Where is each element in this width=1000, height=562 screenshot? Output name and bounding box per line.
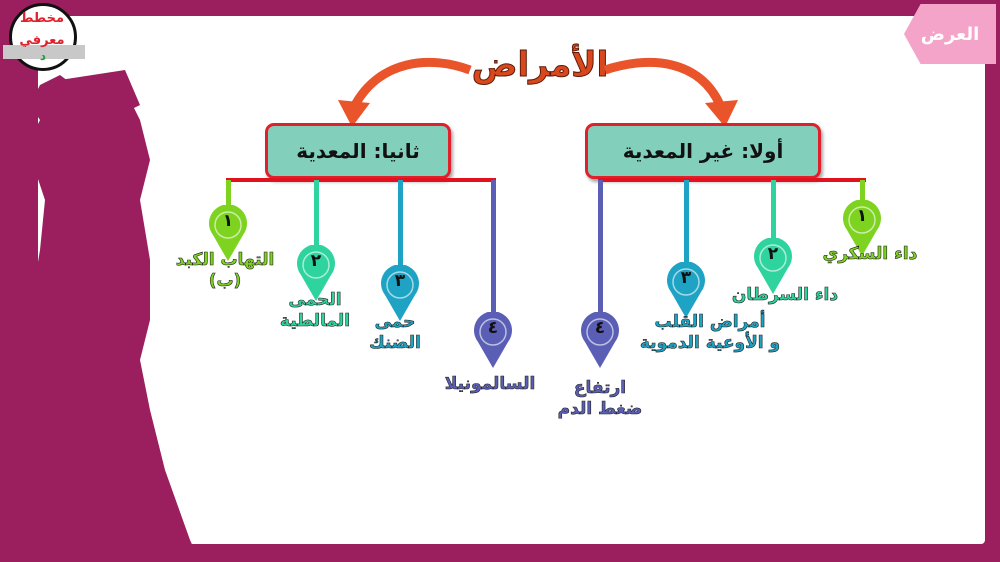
map-pin-icon: ٢ xyxy=(296,244,336,301)
disease-label: السالمونيلا xyxy=(444,374,536,395)
pin-number: ٢ xyxy=(310,251,322,271)
connector-right xyxy=(598,178,866,182)
disease-label: داء السكري xyxy=(822,244,918,265)
stem-line xyxy=(771,180,776,243)
heading-communicable: ثانيا: المعدية xyxy=(265,123,451,179)
arrow-left-icon xyxy=(338,100,370,127)
stem-line xyxy=(226,180,231,210)
map-pin-icon: ٣ xyxy=(666,261,706,318)
stem-line xyxy=(314,180,319,250)
map-pin-icon: ٢ xyxy=(753,237,793,294)
disease-label: حمى الضنك xyxy=(369,312,421,354)
map-pin-icon: ٤ xyxy=(473,311,513,368)
stem-line xyxy=(398,180,403,270)
pin-number: ٣ xyxy=(680,268,692,288)
pin-number: ١ xyxy=(856,206,868,226)
pin-number: ٤ xyxy=(487,318,499,338)
disease-label: الحمى المالطية xyxy=(279,290,351,332)
map-pin-icon: ١ xyxy=(842,199,882,256)
curved-arrows xyxy=(338,57,738,127)
logo: مخطط معرفي د xyxy=(3,3,85,71)
drinking-person-silhouette xyxy=(0,0,200,562)
stem-line xyxy=(491,180,496,317)
map-pin-icon: ١ xyxy=(208,204,248,261)
pin-number: ٤ xyxy=(594,318,606,338)
stem-line xyxy=(860,180,865,205)
disease-label: ارتفاع ضغط الدم xyxy=(557,378,643,420)
pin-number: ٣ xyxy=(394,271,406,291)
arrow-right-icon xyxy=(705,100,738,127)
heading-non-communicable: أولا: غير المعدية xyxy=(585,123,821,179)
logo-line2: معرفي xyxy=(19,33,65,48)
disease-label: أمراض القلب و الأوعية الدموية xyxy=(639,312,781,354)
logo-line1: مخطط xyxy=(19,11,64,26)
pin-number: ٢ xyxy=(767,244,779,264)
slide-panel xyxy=(38,16,985,544)
disease-label: داء السرطان xyxy=(731,285,839,306)
map-pin-icon: ٣ xyxy=(380,264,420,321)
logo-mark: د xyxy=(39,49,47,63)
pin-number: ١ xyxy=(222,211,234,231)
page-title: الأمراض xyxy=(471,45,609,86)
stem-line xyxy=(598,180,603,317)
stem-line xyxy=(684,180,689,267)
map-pin-icon: ٤ xyxy=(580,311,620,368)
connector-left xyxy=(226,178,496,182)
nav-tab-presentation[interactable]: العرض xyxy=(904,4,996,64)
disease-label: التهاب الكبد (ب) xyxy=(175,250,275,292)
